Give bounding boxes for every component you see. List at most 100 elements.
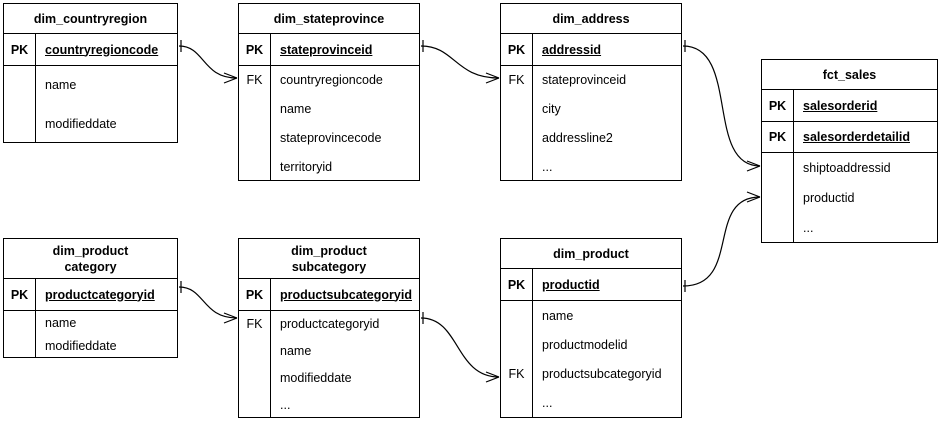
- key-column: FK: [501, 301, 533, 418]
- attribute-name: modifieddate: [45, 339, 117, 354]
- key-column: FK: [501, 66, 533, 181]
- key-badge-pk: PK: [239, 279, 271, 310]
- cardinality-many-marker: [746, 160, 761, 172]
- key-badge-none: [4, 335, 35, 359]
- relationship-rel-product-fctsales[interactable]: [682, 191, 761, 292]
- attribute-column: countryregioncode name stateprovincecode te…: [271, 66, 419, 181]
- attribute-column: name productmodelid productsubcategoryid..…: [533, 301, 681, 418]
- key-badge-none: [4, 66, 35, 105]
- attribute-name: ...: [542, 159, 553, 174]
- attribute-name: shiptoaddressid: [803, 161, 891, 175]
- relationship-line: [682, 45, 761, 167]
- key-badge-none: [239, 338, 270, 365]
- key-badge-fk: FK: [246, 73, 263, 88]
- attribute-name: addressline2: [542, 130, 613, 145]
- relationship-line: [178, 45, 238, 79]
- attribute-body-group: FK name productmodelid productsubcategoryid…: [501, 300, 681, 418]
- relationship-rel-subcategory-product[interactable]: [420, 312, 500, 383]
- entity-title-line: dim_product: [553, 246, 629, 261]
- entity-title-line: dim_countryregion: [33, 11, 148, 26]
- key-badge-none: [501, 95, 532, 124]
- relationship-rel-stateprovince-address[interactable]: [420, 40, 500, 84]
- key-column: [762, 153, 794, 243]
- attribute-name: productsubcategoryid: [280, 287, 412, 302]
- entity-title: dim_stateprovince: [239, 4, 419, 34]
- cardinality-many-marker: [223, 72, 238, 84]
- attribute-name: name: [45, 315, 77, 330]
- key-badge-none: [762, 213, 793, 243]
- key-column: [4, 66, 36, 143]
- attribute-name: name: [542, 308, 574, 323]
- attribute-name: ...: [542, 396, 553, 411]
- key-column: [4, 311, 36, 358]
- attribute-name: name: [280, 102, 312, 117]
- attribute-name: territoryid: [280, 159, 333, 174]
- relationship-line: [178, 286, 238, 319]
- key-badge-pk: PK: [762, 90, 794, 121]
- cardinality-many-marker: [746, 191, 761, 203]
- attribute-body-group: FK countryregioncode name stateprovincecode…: [239, 65, 419, 181]
- relationship-rel-address-fctsales[interactable]: [682, 40, 761, 172]
- attribute-row-pk[interactable]: PK salesorderdetailid: [762, 121, 937, 152]
- entity-title-line: category: [64, 259, 117, 274]
- attribute-name: productmodelid: [542, 337, 628, 352]
- entity-title: dim_product: [501, 239, 681, 269]
- key-badge-pk: PK: [4, 34, 36, 65]
- attribute-name: productsubcategoryid: [542, 367, 662, 382]
- attribute-body-group: name modifieddate: [4, 310, 177, 358]
- attribute-name: ...: [280, 397, 291, 412]
- attribute-name: productcategoryid: [280, 317, 380, 332]
- key-badge-pk: PK: [501, 269, 533, 300]
- key-badge-fk: FK: [508, 367, 525, 382]
- cardinality-many-marker: [223, 312, 238, 324]
- relationship-line: [682, 196, 761, 287]
- cardinality-many-marker: [485, 371, 500, 383]
- cardinality-many-marker: [485, 72, 500, 84]
- entity-title: dim_address: [501, 4, 681, 34]
- key-badge-none: [4, 311, 35, 335]
- key-badge-none: [762, 153, 793, 183]
- attribute-row-pk[interactable]: PK stateprovinceid: [239, 34, 419, 65]
- entity-title-line: dim_product: [291, 243, 367, 258]
- attribute-name: countryregioncode: [280, 73, 383, 88]
- attribute-name: addressid: [542, 42, 602, 57]
- attribute-row-pk[interactable]: PK productsubcategoryid: [239, 279, 419, 310]
- relationship-rel-category-subcategory[interactable]: [178, 281, 238, 324]
- attribute-column: name modifieddate: [36, 311, 177, 358]
- attribute-name: salesorderid: [803, 98, 878, 113]
- attribute-row-pk[interactable]: PK countryregioncode: [4, 34, 177, 65]
- attribute-name: productid: [803, 191, 855, 205]
- attribute-name: salesorderdetailid: [803, 130, 910, 144]
- attribute-row-pk[interactable]: PK salesorderid: [762, 90, 937, 121]
- key-badge-none: [501, 330, 532, 359]
- key-badge-none: [239, 124, 270, 153]
- key-badge-fk: FK: [508, 73, 525, 88]
- key-badge-none: [501, 301, 532, 330]
- relationship-line: [420, 45, 500, 79]
- key-badge-pk: PK: [762, 122, 794, 152]
- attribute-name: stateprovinceid: [542, 73, 627, 88]
- entity-title-line: dim_product: [52, 243, 129, 258]
- attribute-name: stateprovinceid: [280, 42, 373, 57]
- key-badge-none: [501, 152, 532, 181]
- key-badge-pk: PK: [239, 34, 271, 65]
- attribute-name: city: [542, 102, 561, 117]
- attribute-name: countryregioncode: [45, 42, 159, 57]
- attribute-name: stateprovincecode: [280, 130, 382, 145]
- relationship-line: [420, 317, 500, 378]
- relationship-rel-countryregion-stateprovince[interactable]: [178, 40, 238, 84]
